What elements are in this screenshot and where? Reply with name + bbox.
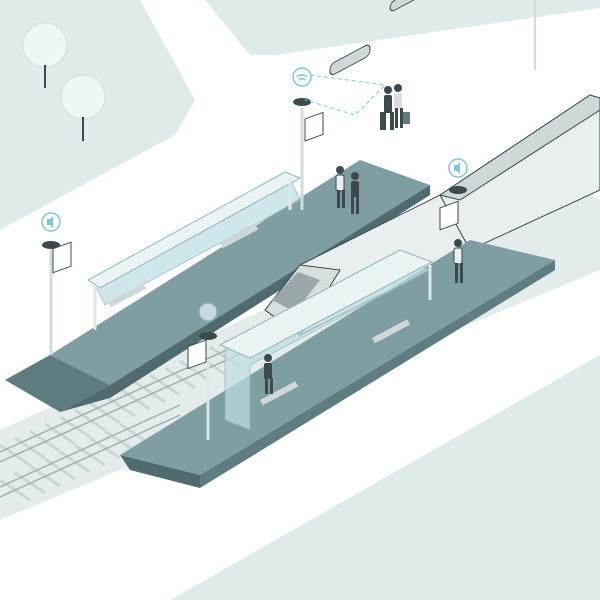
- lower-right-ground: [170, 355, 600, 600]
- bench: [108, 283, 147, 308]
- wifi-link: [304, 74, 387, 116]
- wifi-icon: [292, 67, 312, 87]
- tree-icon: [22, 22, 68, 68]
- upper-lawn: [205, 0, 600, 55]
- info-sign-icon: [187, 339, 207, 370]
- bench: [220, 224, 259, 249]
- passenger-icon: [453, 239, 463, 283]
- rails: [0, 334, 261, 498]
- bench: [259, 381, 299, 406]
- speaker-icon: [198, 302, 218, 322]
- near-platform-end: [120, 455, 200, 488]
- roof-unit: [329, 44, 371, 76]
- train-windshield: [272, 272, 320, 312]
- near-platform: [120, 158, 555, 488]
- shelter-roof: [218, 249, 434, 359]
- sensor-dome-icon: [199, 332, 217, 340]
- info-sign-icon: [304, 111, 324, 142]
- passenger-icon: [380, 84, 410, 130]
- far-platform: [5, 67, 430, 412]
- roof-unit: [389, 0, 421, 12]
- tree-icon: [60, 74, 106, 120]
- passenger-icon: [335, 166, 359, 214]
- sensor-dome-icon: [449, 186, 467, 194]
- far-platform-side: [5, 355, 110, 412]
- near-platform-front: [200, 260, 555, 488]
- sensor-dome-icon: [293, 98, 311, 106]
- bench: [371, 319, 411, 344]
- train-rear-roof: [438, 94, 600, 201]
- info-sign-icon: [52, 241, 72, 274]
- info-sign-icon: [439, 200, 459, 231]
- far-platform-top: [50, 160, 430, 385]
- passengers: [264, 84, 463, 394]
- passenger-icon: [264, 354, 273, 394]
- trees: [22, 22, 106, 141]
- sensor-dome-icon: [42, 241, 60, 249]
